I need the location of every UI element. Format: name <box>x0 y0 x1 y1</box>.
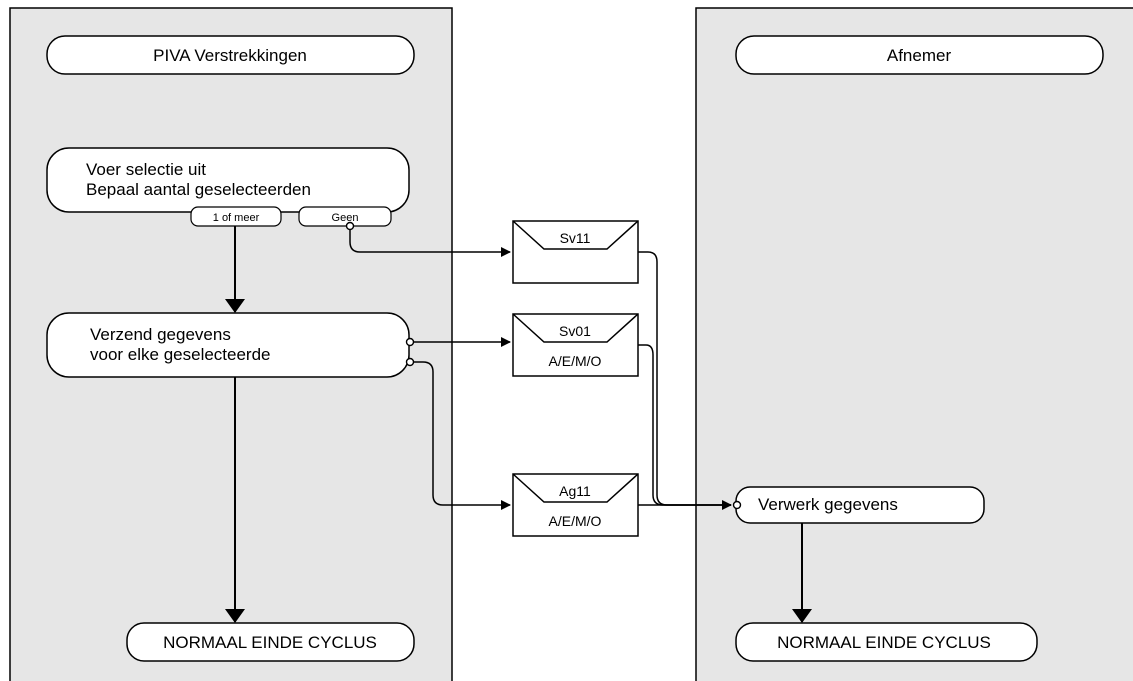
port-geen <box>345 221 355 231</box>
lane-title-left-box <box>46 35 415 75</box>
activity-verzend-line1: Verzend gegevens <box>90 325 231 344</box>
message-ag11-flap <box>512 473 639 503</box>
end-left <box>126 622 415 662</box>
lane-afnemer <box>695 7 1133 681</box>
message-ag11-code: Ag11 <box>559 483 591 499</box>
port-verzend-sv01 <box>405 337 415 347</box>
outcome-label-geen: Geen <box>332 212 359 224</box>
activity-verwerk-label: Verwerk gegevens <box>758 495 898 514</box>
lane-title-left: PIVA Verstrekkingen <box>153 46 307 65</box>
message-sv01-box <box>512 313 639 377</box>
message-sv11-flap <box>512 220 639 250</box>
message-sv01: Sv01 A/E/M/O <box>512 313 639 377</box>
flow-geen-to-sv11 <box>349 229 511 257</box>
message-ag11: Ag11 A/E/M/O <box>512 473 639 537</box>
outcome-tab-geen <box>298 206 392 227</box>
lane-title-right-box <box>735 35 1104 75</box>
end-left-label: NORMAAL EINDE CYCLUS <box>163 633 377 652</box>
activity-verzend-line2: voor elke geselecteerde <box>90 345 271 364</box>
activity-selectie-line1: Voer selectie uit <box>86 160 206 179</box>
message-ag11-ops: A/E/M/O <box>549 513 602 529</box>
activity-selectie-line2: Bepaal aantal geselecteerden <box>86 180 311 199</box>
flow-verzend-to-ag11 <box>413 361 511 510</box>
message-sv11-code: Sv11 <box>560 230 591 246</box>
port-verzend-ag11 <box>405 357 415 367</box>
port-verwerk-in <box>732 500 742 510</box>
message-sv11: Sv11 <box>512 220 639 284</box>
outcome-label-1-of-meer: 1 of meer <box>213 212 260 224</box>
lane-title-right: Afnemer <box>887 46 952 65</box>
message-sv01-code: Sv01 <box>559 323 591 339</box>
message-sv01-ops: A/E/M/O <box>549 353 602 369</box>
end-right-label: NORMAAL EINDE CYCLUS <box>777 633 991 652</box>
end-right <box>735 622 1038 662</box>
message-ag11-box <box>512 473 639 537</box>
message-sv01-flap <box>512 313 639 343</box>
